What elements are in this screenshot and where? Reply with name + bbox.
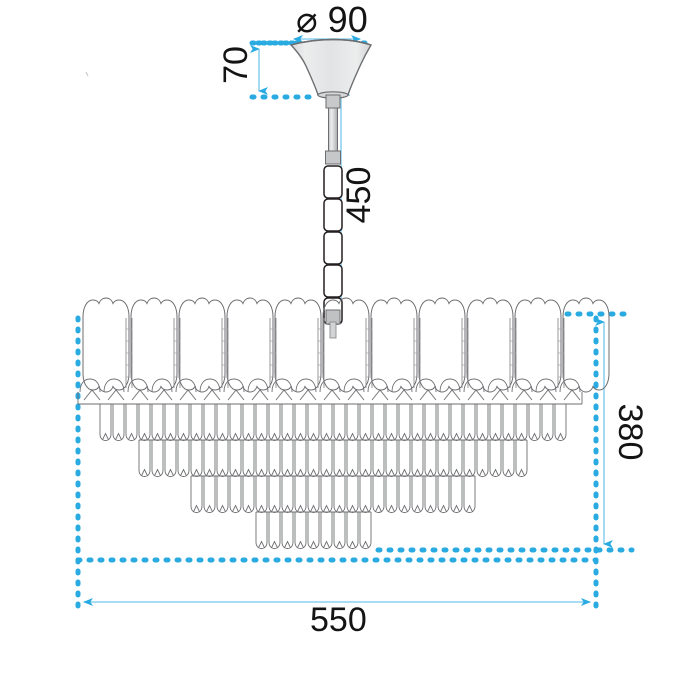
body-height-label: 380 (611, 403, 649, 461)
ceiling-canopy (289, 38, 373, 99)
body-height-dimension (375, 311, 635, 553)
overall-width-dimension (75, 315, 599, 615)
canopy-diameter-label: ⌀ 90 (296, 0, 368, 40)
stray-mark (85, 71, 89, 77)
overall-width-label: 550 (310, 601, 367, 639)
ornate-crystal-panel-ring (77, 297, 610, 405)
canopy-height-label: 70 (217, 46, 255, 84)
stepped-crystal-rod-tiers (99, 403, 567, 549)
canopy-height-dimension (249, 40, 321, 100)
stem-length-label: 450 (340, 166, 378, 224)
suspension-rod (325, 94, 341, 165)
